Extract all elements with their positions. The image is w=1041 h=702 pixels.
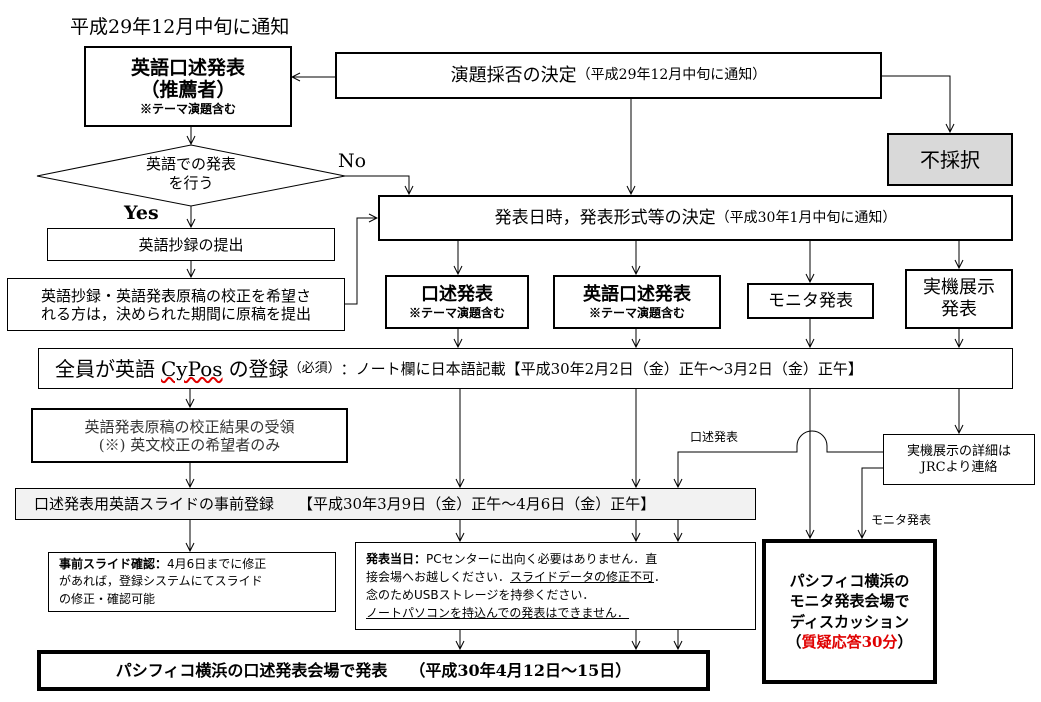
line1: 実機展示の詳細は bbox=[906, 443, 1011, 459]
proofreading-result-box: 英語発表原稿の校正結果の受領 (※) 英文校正の希望者のみ bbox=[31, 408, 348, 463]
monitor-venue-box: パシフィコ横浜の モニタ発表会場で ディスカッション （質疑応答30分） bbox=[762, 539, 937, 684]
presentation-day-box: 発表当日：PCセンターに出向く必要はありません．直 接会場へお越しください．スラ… bbox=[355, 542, 756, 630]
line3: ディスカッション bbox=[790, 612, 909, 631]
line2a: 接会場へお越しください． bbox=[366, 570, 511, 584]
top-note: 平成29年12月中旬に通知 bbox=[70, 16, 290, 38]
required-text: （必須） bbox=[288, 360, 341, 376]
submit-abstract-box: 英語抄録の提出 bbox=[47, 228, 335, 261]
bold-label: 事前スライド確認： bbox=[59, 556, 168, 571]
box-note: （平成29年12月中旬に通知） bbox=[576, 67, 767, 84]
arrow-to-rejected bbox=[881, 75, 950, 132]
schedule-decision-box: 発表日時，発表形式等の決定 （平成30年1月中旬に通知） bbox=[378, 195, 1013, 241]
line1: 実機展示 bbox=[923, 277, 995, 299]
decision-diamond-shape bbox=[36, 144, 346, 207]
box-main: パシフィコ横浜の口述発表会場で発表 bbox=[115, 660, 388, 680]
box-note: ※テーマ演題含む bbox=[139, 102, 236, 117]
diamond-line1: 英語での発表 bbox=[145, 155, 236, 173]
arrow-no bbox=[345, 175, 409, 194]
text-part1: 全員が英語 bbox=[55, 356, 155, 381]
proofreading-request-box: 英語抄録・英語発表原稿の校正を希望さ れる方は，決められた期間に原稿を提出 bbox=[7, 278, 345, 331]
qa-duration: 質疑応答30分 bbox=[801, 632, 898, 651]
diamond-line2: を行う bbox=[168, 173, 214, 192]
box-note: ※テーマ演題含む bbox=[408, 305, 505, 320]
box-note: ※テーマ演題含む bbox=[588, 305, 685, 320]
decision-diamond-text: 英語での発表 を行う bbox=[131, 155, 251, 193]
line3: の修正・確認可能 bbox=[59, 591, 156, 606]
box-title: 英語口述発表 bbox=[583, 284, 691, 305]
oral-venue-box: パシフィコ横浜の口述発表会場で発表 （平成30年4月12日～15日） bbox=[37, 650, 710, 691]
arrow-proofreading-to-schedule bbox=[344, 218, 377, 305]
arrow-exhibit-monitor bbox=[862, 467, 883, 538]
text1: PCセンターに出向く必要はありません．直 bbox=[426, 552, 658, 566]
rejected-box: 不採択 bbox=[887, 133, 1013, 186]
box-sub: （推薦者） bbox=[140, 79, 236, 102]
line2: (※) 英文校正の希望者のみ bbox=[98, 435, 281, 454]
slide-preregistration-box: 口述発表用英語スライドの事前登録 【平成30年3月9日（金）正午～4月6日（金）… bbox=[15, 488, 756, 520]
no-label: No bbox=[338, 150, 367, 172]
format-oral-box: 口述発表 ※テーマ演題含む bbox=[385, 275, 529, 329]
line2: れる方は，決められた期間に原稿を提出 bbox=[40, 304, 311, 323]
box-note: （平成30年1月中旬に通知） bbox=[715, 209, 897, 226]
line2: があれば，登録システムにてスライド bbox=[59, 574, 263, 589]
slide-check-box: 事前スライド確認：4月6日までに修正 があれば，登録システムにてスライド の修正… bbox=[48, 552, 336, 612]
cypos-text: CyPos bbox=[161, 356, 223, 381]
paren-close: ） bbox=[897, 632, 913, 651]
box-main: 口述発表用英語スライドの事前登録 bbox=[34, 495, 275, 513]
exhibit-details-box: 実機展示の詳細は JRCより連絡 bbox=[883, 434, 1035, 485]
english-oral-recommended-box: 英語口述発表 （推薦者） ※テーマ演題含む bbox=[84, 46, 292, 127]
line1: パシフィコ横浜の bbox=[789, 572, 910, 590]
text-part2: の登録 bbox=[228, 356, 289, 381]
line2: 発表 bbox=[941, 299, 977, 320]
line2b: スライドデータの修正不可 bbox=[510, 570, 655, 584]
arrow-exhibit-oral bbox=[678, 430, 883, 487]
line2c: ． bbox=[654, 570, 667, 584]
acceptance-decision-box: 演題採否の決定 （平成29年12月中旬に通知） bbox=[335, 52, 882, 99]
box-main: 発表日時，発表形式等の決定 bbox=[494, 207, 716, 228]
line2: JRCより連絡 bbox=[920, 459, 998, 475]
bold-label: 発表当日： bbox=[366, 552, 427, 566]
line1: 英語抄録・英語発表原稿の校正を希望さ bbox=[40, 286, 311, 305]
box-period: 【平成30年3月9日（金）正午～4月6日（金）正午】 bbox=[298, 495, 656, 513]
format-english-oral-box: 英語口述発表 ※テーマ演題含む bbox=[553, 275, 721, 329]
line3: 念のためUSBストレージを持参ください． bbox=[366, 588, 595, 602]
label-monitor: モニタ発表 bbox=[871, 513, 932, 527]
line1: 英語発表原稿の校正結果の受領 bbox=[84, 417, 295, 436]
line4: ノートパソコンを持込んでの発表はできません． bbox=[366, 606, 630, 620]
format-exhibit-box: 実機展示 発表 bbox=[905, 269, 1013, 329]
line2: モニタ発表会場で bbox=[789, 592, 910, 611]
paren-open: （ bbox=[786, 632, 802, 651]
box-title: 英語口述発表 bbox=[130, 56, 245, 79]
box-date: （平成30年4月12日～15日） bbox=[409, 660, 632, 680]
label-oral: 口述発表 bbox=[690, 430, 739, 444]
format-monitor-box: モニタ発表 bbox=[747, 283, 874, 319]
text1: 4月6日までに修正 bbox=[167, 556, 267, 571]
yes-label: Yes bbox=[124, 202, 159, 224]
box-title: 口述発表 bbox=[421, 284, 493, 305]
cypos-registration-box: 全員が英語 CyPos の登録 （必須） ：ノート欄に日本語記載【平成30年2月… bbox=[38, 348, 1013, 389]
text-part3: ：ノート欄に日本語記載【平成30年2月2日（金）正午～3月2日（金）正午】 bbox=[340, 359, 863, 378]
box-main: 演題採否の決定 bbox=[450, 64, 577, 86]
